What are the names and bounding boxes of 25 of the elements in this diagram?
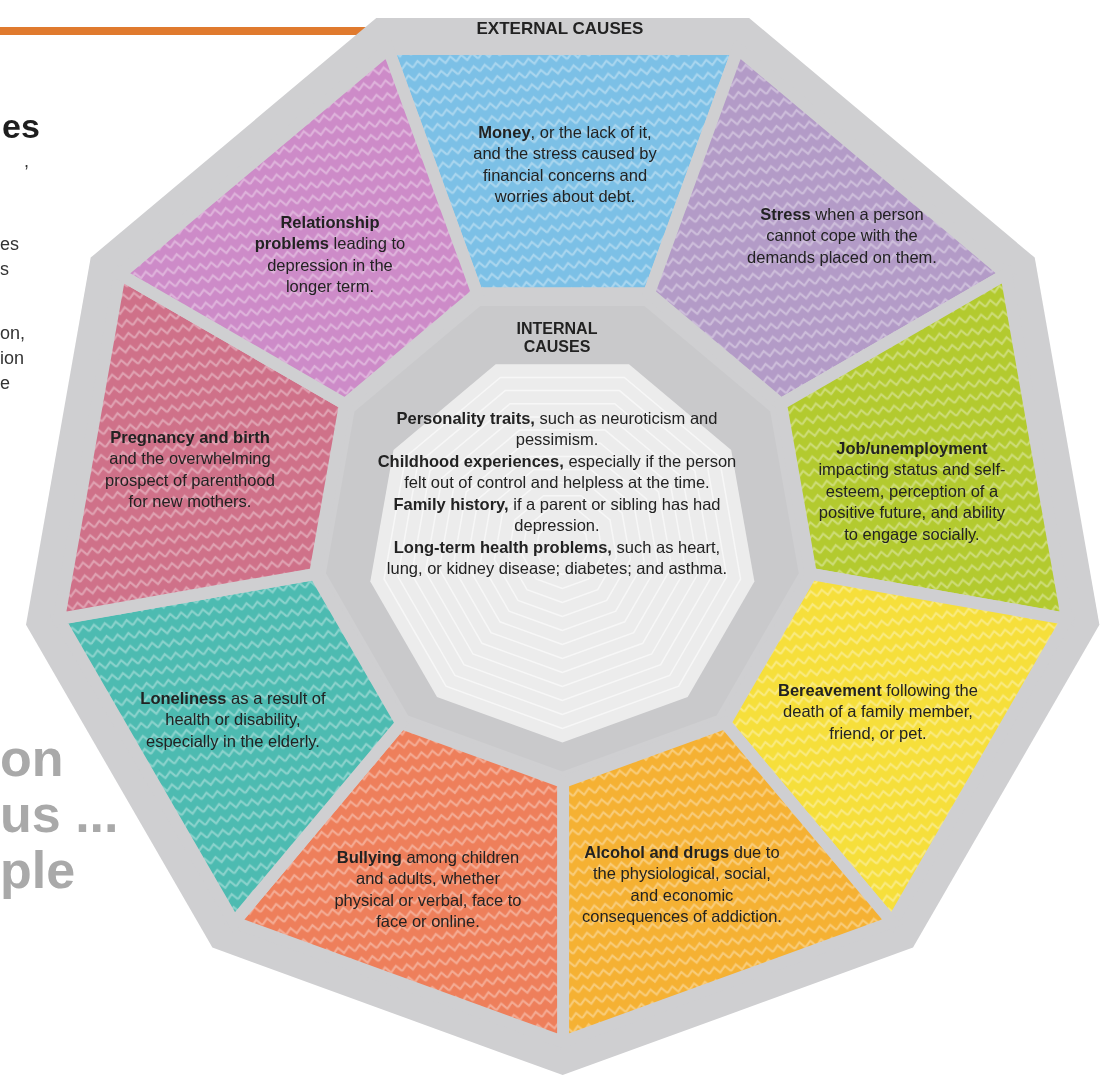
cause-text: Bereavement following the death of a family member, friend, or pet.: [777, 679, 979, 744]
text-fragment: on,: [0, 324, 26, 344]
heading-fragment: ple: [0, 842, 76, 900]
cause-text: Loneliness as a result of health or disability, especially in the elderly.: [139, 687, 327, 752]
heading-fragment: us ...: [0, 786, 119, 844]
cause-text: Job/unemployment impacting status and self-esteem, perception of a positive future, and ability to engage socially.: [817, 438, 1007, 546]
text-fragment: es: [0, 235, 19, 255]
cause-text: Relationship problems leading to depression in the longer term.: [253, 212, 407, 298]
text-fragment: ,: [24, 152, 29, 172]
cause-text: Personality traits, such as neuroticism and pessimism.: [395, 407, 719, 451]
cause-text: Family history, if a parent or sibling has had depression.: [392, 493, 722, 537]
cause-text: Pregnancy and birth and the overwhelming prospect of parenthood for new mothers.: [104, 427, 276, 513]
section-heading: INTERNAL CAUSES: [515, 319, 599, 357]
text-fragment: ion: [0, 349, 25, 369]
cause-text: Stress when a person cannot cope with the demands placed on them.: [746, 203, 938, 268]
text-fragment: s: [0, 260, 9, 280]
cause-text: Bullying among children and adults, whether physical or verbal, face to face or online.: [333, 847, 523, 933]
cause-text: Money, or the lack of it, and the stress caused by financial concerns and worries about debt.: [472, 122, 658, 208]
cause-text: Long-term health problems, such as heart, lung, or kidney disease; diabetes; and asthma.: [385, 536, 729, 580]
cause-text: Alcohol and drugs due to the physiological, social, and economic consequences of addiction.: [581, 842, 783, 928]
heading-fragment: es: [2, 108, 40, 146]
text-fragment: e: [0, 374, 10, 394]
heading-fragment: on: [0, 730, 64, 788]
cause-text: Childhood experiences, especially if the person felt out of control and helpless at the time.: [376, 450, 737, 494]
section-heading: EXTERNAL CAUSES: [475, 17, 645, 40]
